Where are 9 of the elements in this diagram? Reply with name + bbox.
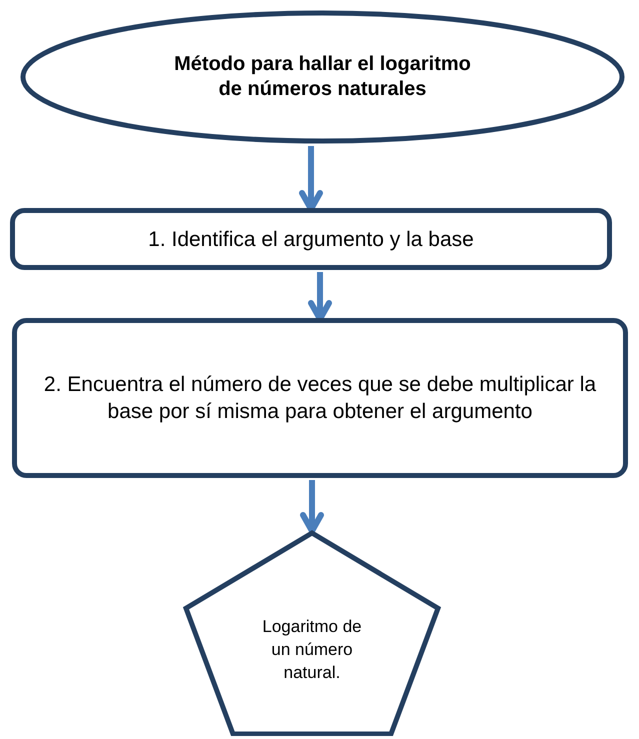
node-text: 2. Encuentra el número de veces que se debe multiplicar la base por sí misma para obtener el argumento bbox=[42, 372, 598, 425]
title-ellipse bbox=[20, 10, 625, 144]
process-box bbox=[12, 318, 628, 478]
process-box bbox=[10, 208, 612, 270]
node-text: Método para hallar el logaritmo de números naturales bbox=[173, 52, 472, 102]
result-pentagon bbox=[183, 530, 441, 736]
node-text: Logaritmo de un número natural. bbox=[261, 616, 363, 684]
arrow bbox=[300, 480, 324, 534]
node-text: 1. Identifica el argumento y la base bbox=[147, 226, 475, 252]
